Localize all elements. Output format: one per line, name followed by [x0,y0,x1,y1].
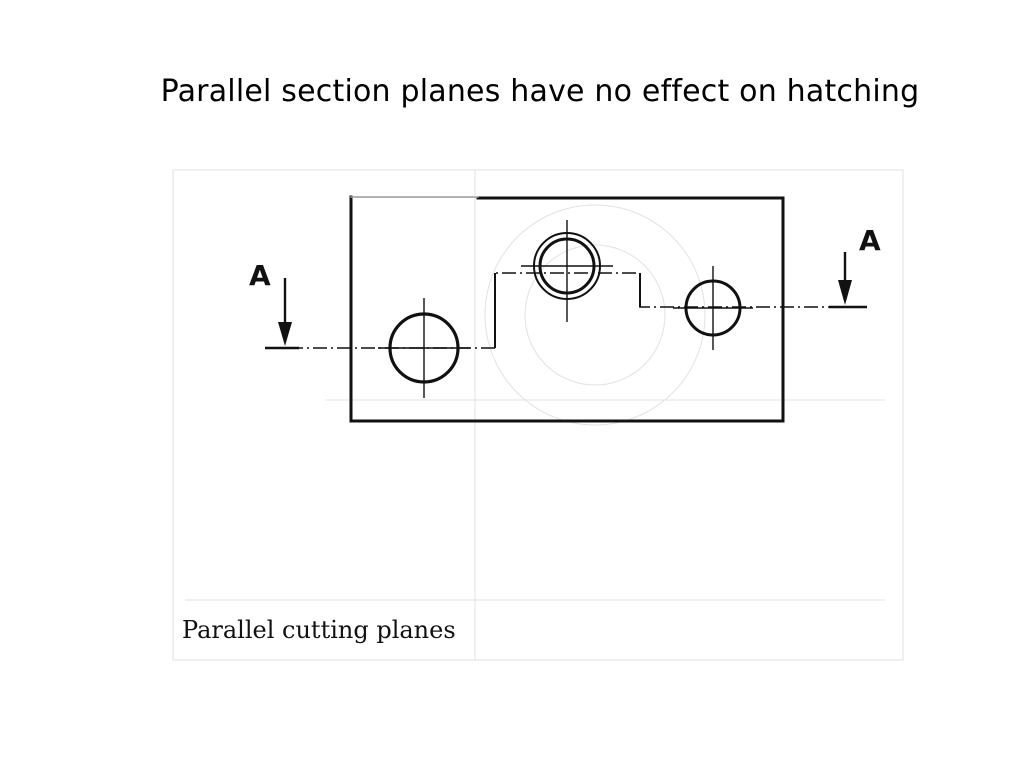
cutting-plane-line [265,272,855,349]
hole-right [673,266,753,350]
slide-title: Parallel section planes have no effect o… [160,74,920,109]
faint-frame [172,169,904,661]
faint-ghost-circle-inner [524,244,666,386]
faint-background [172,169,904,661]
section-label-left: A [249,259,271,292]
figure: A A [165,160,910,670]
faint-ghost-circle [484,204,706,426]
arrow-left [278,278,292,346]
hole-left [378,298,470,398]
arrow-right [838,252,852,305]
cutting-plane-ends [265,273,867,350]
cutting-plane [265,272,855,349]
plate-outline [349,195,785,423]
drawing: A A [172,169,904,661]
arrow-right-head [838,280,852,305]
section-label-right: A [859,224,881,257]
arrow-left-head [278,322,292,346]
figure-caption: Parallel cutting planes [182,616,456,644]
plate-edge [349,195,785,423]
hole-middle [521,220,613,322]
